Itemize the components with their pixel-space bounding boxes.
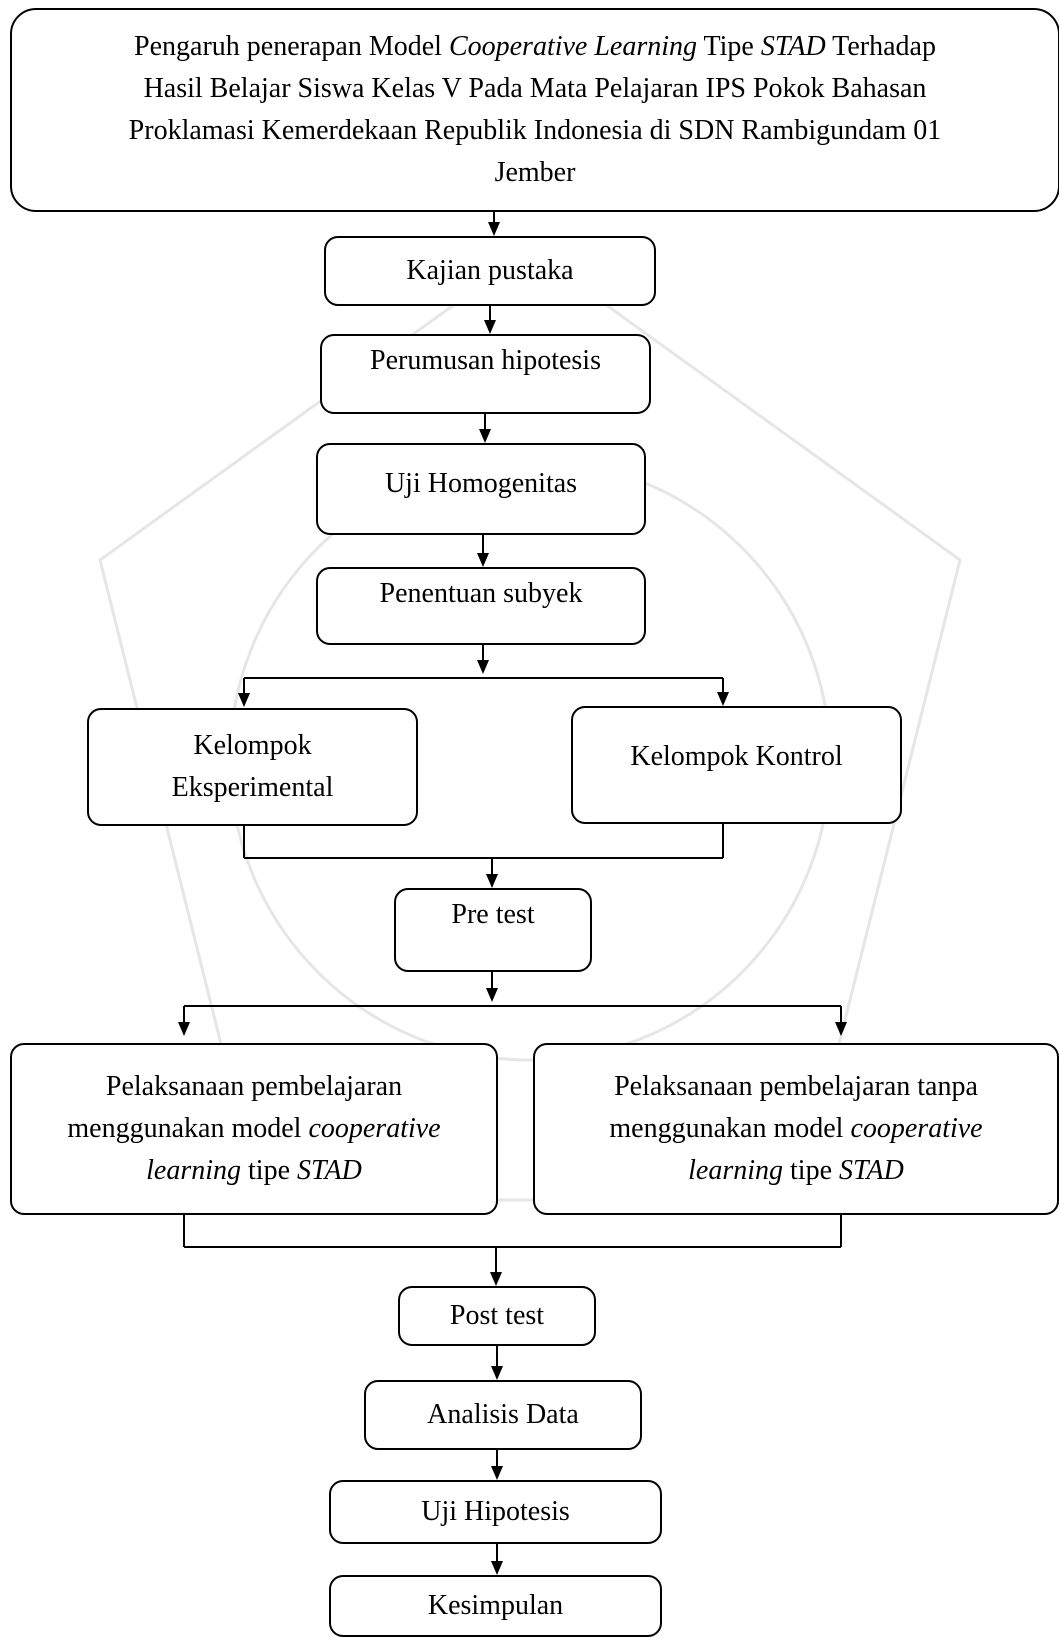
watermark-pentagon xyxy=(98,248,962,1202)
arrowhead xyxy=(490,1272,502,1286)
arrowhead xyxy=(238,693,250,707)
arrowhead xyxy=(835,1022,847,1036)
title-italic-model: Cooperative Learning xyxy=(448,31,698,62)
uji-hipotesis-label: Uji Hipotesis xyxy=(421,1496,570,1527)
arrowhead xyxy=(491,1561,503,1575)
arrowhead xyxy=(488,222,500,236)
experiment-treatment-text: menggunakan model xyxy=(67,1113,309,1144)
title-line-3: Proklamasi Kemerdekaan Republik Indonesi… xyxy=(128,115,942,146)
penentuan-subyek-label: Penentuan subyek xyxy=(379,578,583,609)
title-box: Pengaruh penerapan Model Cooperative Lea… xyxy=(10,8,1059,212)
control-treatment-text: tipe xyxy=(783,1155,840,1186)
title-text: Pengaruh penerapan Model xyxy=(134,31,449,62)
control-treatment-italic: cooperative xyxy=(850,1113,983,1144)
perumusan-hipotesis-box: Perumusan hipotesis xyxy=(320,334,651,414)
experiment-treatment-italic: learning xyxy=(146,1155,242,1186)
experiment-treatment-line-1: Pelaksanaan pembelajaran xyxy=(105,1071,403,1102)
post-test-box: Post test xyxy=(398,1286,596,1346)
analisis-data-box: Analisis Data xyxy=(364,1380,642,1450)
kelompok-eksperimental-box: Kelompok Eksperimental xyxy=(87,708,418,826)
kelompok-eksperimental-line-1: Kelompok xyxy=(193,730,312,761)
arrowhead xyxy=(717,692,729,706)
control-treatment-line-1: Pelaksanaan pembelajaran tanpa xyxy=(614,1071,978,1102)
uji-homogenitas-box: Uji Homogenitas xyxy=(316,443,646,535)
control-treatment-line-2: menggunakan model cooperative xyxy=(609,1108,982,1150)
kesimpulan-box: Kesimpulan xyxy=(329,1575,662,1637)
experiment-treatment-text: tipe xyxy=(241,1155,298,1186)
uji-hipotesis-box: Uji Hipotesis xyxy=(329,1480,662,1544)
arrowhead xyxy=(178,1022,190,1036)
experiment-treatment-box: Pelaksanaan pembelajaran menggunakan mod… xyxy=(10,1043,498,1215)
experiment-treatment-italic: cooperative xyxy=(308,1113,441,1144)
arrowhead xyxy=(477,660,489,674)
uji-homogenitas-label: Uji Homogenitas xyxy=(384,468,578,499)
analisis-data-label: Analisis Data xyxy=(427,1399,579,1430)
arrowhead xyxy=(484,320,496,334)
title-line-1: Pengaruh penerapan Model Cooperative Lea… xyxy=(129,26,942,68)
control-treatment-italic: STAD xyxy=(839,1155,904,1186)
control-treatment-line-3: learning tipe STAD xyxy=(609,1150,982,1192)
pre-test-box: Pre test xyxy=(394,888,592,972)
arrowhead xyxy=(491,1466,503,1480)
title-text: Terhadap xyxy=(825,31,936,62)
arrowhead xyxy=(486,988,498,1002)
kelompok-kontrol-label: Kelompok Kontrol xyxy=(630,741,843,772)
title-italic-stad: STAD xyxy=(760,31,826,62)
perumusan-hipotesis-label: Perumusan hipotesis xyxy=(370,345,601,376)
arrowhead xyxy=(486,874,498,888)
kajian-pustaka-box: Kajian pustaka xyxy=(324,236,656,306)
title-line-2: Hasil Belajar Siswa Kelas V Pada Mata Pe… xyxy=(143,73,927,104)
title-text: Tipe xyxy=(697,31,761,62)
pre-test-label: Pre test xyxy=(451,899,535,930)
kajian-pustaka-label: Kajian pustaka xyxy=(406,255,574,286)
kelompok-kontrol-box: Kelompok Kontrol xyxy=(571,706,902,824)
kelompok-eksperimental-line-2: Eksperimental xyxy=(171,772,334,803)
penentuan-subyek-box: Penentuan subyek xyxy=(316,567,646,645)
arrowhead xyxy=(477,553,489,567)
control-treatment-box: Pelaksanaan pembelajaran tanpa menggunak… xyxy=(533,1043,1059,1215)
control-treatment-italic: learning xyxy=(688,1155,784,1186)
experiment-treatment-line-2: menggunakan model cooperative xyxy=(67,1108,440,1150)
arrowhead xyxy=(491,1366,503,1380)
arrowhead xyxy=(479,429,491,443)
experiment-treatment-italic: STAD xyxy=(297,1155,362,1186)
control-treatment-text: menggunakan model xyxy=(609,1113,851,1144)
experiment-treatment-line-3: learning tipe STAD xyxy=(67,1150,440,1192)
title-line-4: Jember xyxy=(494,157,576,188)
kesimpulan-label: Kesimpulan xyxy=(427,1590,564,1621)
post-test-label: Post test xyxy=(449,1300,545,1331)
